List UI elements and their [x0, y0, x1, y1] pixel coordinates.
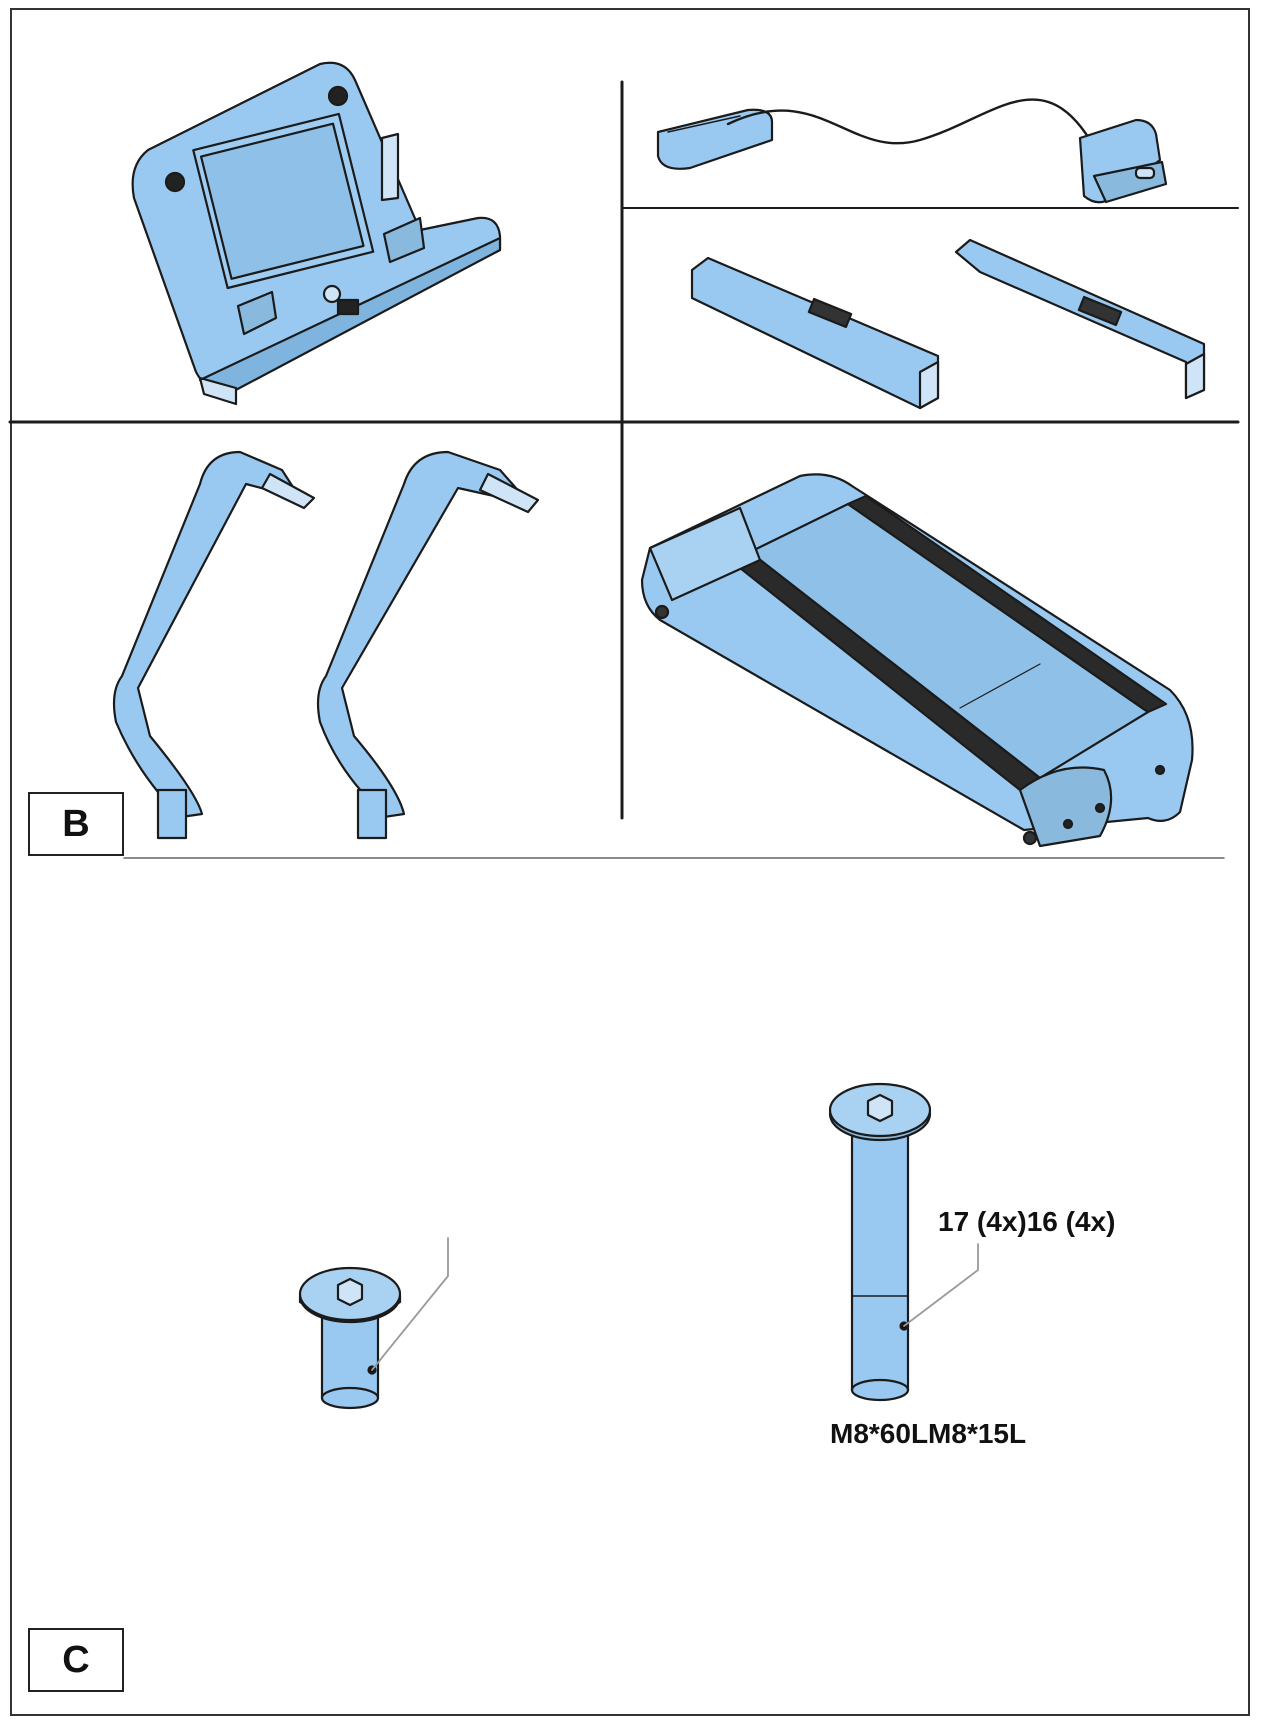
page-frame — [10, 8, 1250, 1716]
treadmill-deck-part — [640, 473, 1194, 848]
section-c-label: C — [28, 1628, 124, 1692]
bolt-size-label: M8*60LM8*15L — [830, 1418, 1027, 1449]
console-assembly-part — [131, 61, 502, 406]
long-bolt-part — [828, 1082, 979, 1402]
short-bolt-part — [298, 1237, 449, 1410]
handlebar-right-part — [954, 238, 1206, 400]
bolt-quantity-callout: 17 (4x)16 (4x) — [938, 1206, 1116, 1237]
upright-left-part — [112, 450, 316, 840]
section-b-dividers — [8, 80, 1240, 859]
safety-key-part — [656, 98, 1168, 204]
handlebar-left-part — [690, 256, 940, 410]
section-b-label: B — [28, 792, 124, 856]
upright-right-part — [316, 450, 540, 840]
